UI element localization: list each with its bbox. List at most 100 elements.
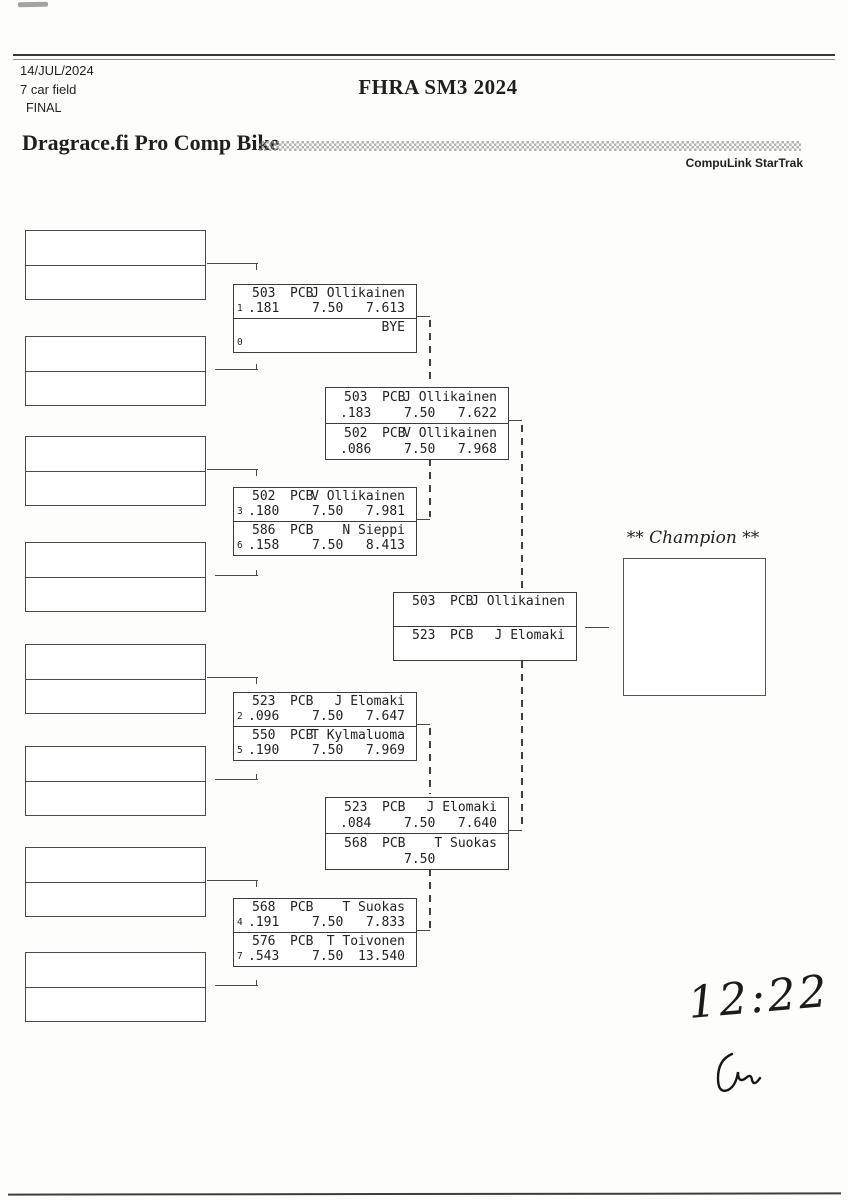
- entry-et: 7.647: [365, 709, 405, 724]
- slot-divider: [26, 679, 205, 680]
- entry-et: 7.981: [365, 504, 405, 519]
- slot-divider: [26, 371, 205, 372]
- bracket-connector: [256, 774, 257, 780]
- bracket-connector: [507, 830, 522, 831]
- entry-row: 568 PCB T Suokas 7.50: [326, 833, 508, 869]
- entry-position: 3: [237, 506, 243, 517]
- entry-row: 503 PCB J Ollikainen 1 .181 7.50 7.613: [234, 285, 416, 318]
- entry-number: 503: [344, 390, 368, 405]
- bracket-connector: [256, 364, 257, 370]
- round1-empty-slot-7: [25, 847, 206, 917]
- slot-divider: [26, 781, 205, 782]
- entry-row: 550 PCB T Kylmaluoma 5 .190 7.50 7.969: [234, 726, 416, 760]
- entry-driver: J Elomaki: [334, 694, 405, 709]
- bracket-connector: [415, 724, 430, 725]
- entry-driver: J Elomaki: [426, 800, 497, 815]
- match-quarterfinal-4: 568 PCB T Suokas 4 .191 7.50 7.833 576 P…: [233, 898, 417, 967]
- entry-row: 523 PCB J Elomaki .084 7.50 7.640: [326, 798, 508, 833]
- entry-driver: J Ollikainen: [403, 390, 497, 405]
- entry-row: 576 PCB T Toivonen 7 .543 7.50 13.540: [234, 932, 416, 966]
- bracket-connector: [207, 263, 258, 264]
- entry-et: 7.622: [457, 406, 497, 421]
- entry-et: 7.968: [457, 442, 497, 457]
- entry-number: 502: [344, 426, 368, 441]
- entry-position: 6: [237, 540, 243, 551]
- event-title: FHRA SM3 2024: [358, 75, 518, 99]
- entry-row: 523 PCB J Elomaki: [394, 626, 576, 660]
- bracket-connector: [207, 469, 258, 470]
- entry-position: 4: [237, 917, 243, 928]
- handwritten-time: 12:22: [686, 965, 832, 1030]
- entry-reaction: .086: [340, 442, 372, 457]
- round1-empty-slot-1: [25, 230, 206, 300]
- match-semifinal-2: 523 PCB J Elomaki .084 7.50 7.640 568 PC…: [325, 797, 509, 870]
- bracket-connector: [256, 980, 257, 986]
- entry-row: 503 PCB J Ollikainen .183 7.50 7.622: [326, 388, 508, 423]
- entry-number: 502: [252, 489, 276, 504]
- match-quarterfinal-2: 502 PCB V Ollikainen 3 .180 7.50 7.981 5…: [233, 487, 417, 556]
- bracket-connector: [256, 570, 257, 576]
- entry-class: PCB: [382, 836, 406, 851]
- entry-et: 8.413: [365, 538, 405, 553]
- round1-empty-slot-2: [25, 336, 206, 406]
- entry-number: 568: [252, 900, 276, 915]
- entry-class: PCB: [382, 800, 406, 815]
- entry-position: 0: [237, 337, 243, 348]
- match-final: 503 PCB J Ollikainen 523 PCB J Elomaki: [393, 592, 577, 661]
- entry-reaction: .180: [248, 504, 280, 519]
- entry-driver: V Ollikainen: [311, 489, 405, 504]
- entry-driver: V Ollikainen: [403, 426, 497, 441]
- scan-artifact-mark: [17, 1, 49, 8]
- entry-driver: BYE: [381, 320, 405, 335]
- entry-row: 523 PCB J Elomaki 2 .096 7.50 7.647: [234, 693, 416, 726]
- signature-scribble-icon: [716, 1052, 762, 1092]
- entry-driver: T Suokas: [342, 900, 405, 915]
- class-title: Dragrace.fi Pro Comp Bike: [22, 130, 280, 155]
- entry-class: PCB: [290, 286, 314, 301]
- entry-number: 576: [252, 934, 276, 949]
- event-date: 14/JUL/2024: [20, 63, 94, 78]
- bracket-connector-dashed: [429, 869, 431, 928]
- entry-row: 503 PCB J Ollikainen: [394, 593, 576, 626]
- entry-driver: J Elomaki: [494, 628, 565, 643]
- entry-dialin: 7.50: [312, 915, 344, 930]
- match-semifinal-1: 503 PCB J Ollikainen .183 7.50 7.622 502…: [325, 387, 509, 460]
- slot-divider: [26, 882, 205, 883]
- entry-reaction: .191: [248, 915, 280, 930]
- entry-number: 523: [412, 628, 436, 643]
- entry-driver: N Sieppi: [342, 523, 405, 538]
- entry-dialin: 7.50: [312, 709, 344, 724]
- round-label: FINAL: [26, 101, 62, 115]
- slot-divider: [26, 577, 205, 578]
- bracket-connector: [207, 880, 258, 881]
- entry-dialin: 7.50: [312, 949, 344, 964]
- entry-number: 550: [252, 728, 276, 743]
- entry-reaction: .183: [340, 406, 372, 421]
- entry-position: 2: [237, 711, 243, 722]
- entry-reaction: .181: [248, 301, 280, 316]
- entry-class: PCB: [450, 628, 474, 643]
- bracket-connector-dashed: [429, 320, 431, 385]
- entry-row: 586 PCB N Sieppi 6 .158 7.50 8.413: [234, 521, 416, 555]
- entry-et: 7.613: [365, 301, 405, 316]
- bracket-connector: [507, 420, 522, 421]
- bracket-connector: [256, 881, 257, 887]
- entry-class: PCB: [290, 523, 314, 538]
- top-rule-line-thin: [13, 59, 835, 60]
- entry-number: 503: [252, 286, 276, 301]
- bottom-rule-line: [7, 1192, 842, 1196]
- entry-dialin: 7.50: [312, 301, 344, 316]
- bracket-connector: [207, 677, 258, 678]
- slot-divider: [26, 265, 205, 266]
- entry-position: 7: [237, 951, 243, 962]
- entry-class: PCB: [290, 694, 314, 709]
- entry-class: PCB: [290, 900, 314, 915]
- round1-empty-slot-6: [25, 746, 206, 816]
- bracket-connector: [415, 519, 430, 520]
- entry-reaction: .190: [248, 743, 280, 758]
- entry-dialin: 7.50: [312, 743, 344, 758]
- entry-number: 523: [344, 800, 368, 815]
- slot-divider: [26, 471, 205, 472]
- bracket-connector: [585, 627, 609, 628]
